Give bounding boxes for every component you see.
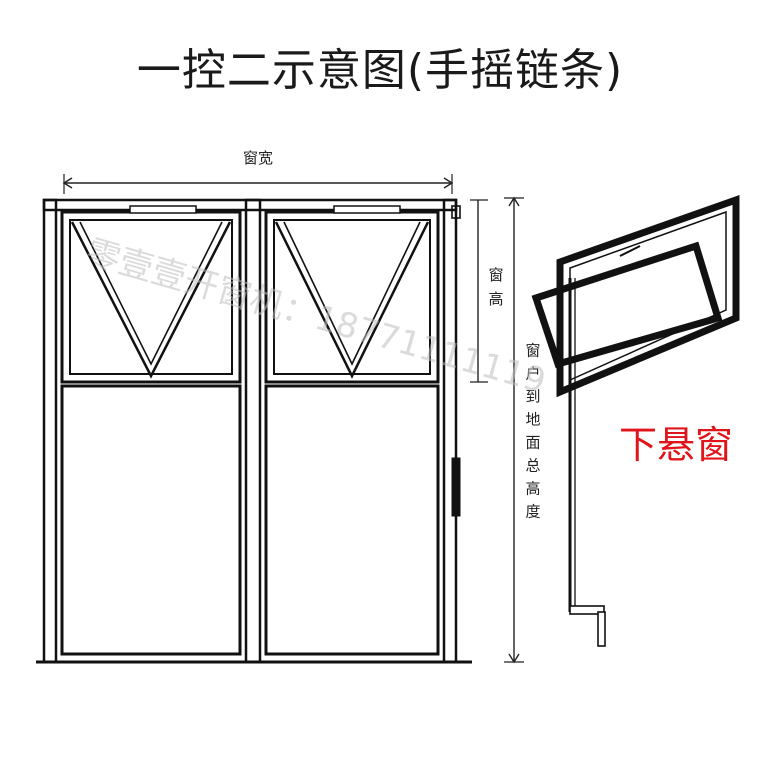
height-dimension: 窗高	[470, 199, 504, 383]
left-sash	[60, 205, 242, 656]
right-sash	[264, 205, 440, 656]
crank-chain-rod	[451, 205, 461, 520]
window-width-label: 窗宽	[243, 149, 273, 167]
page-title: 一控二示意图(手摇链条)	[136, 45, 624, 96]
window-type-label: 下悬窗	[619, 423, 733, 467]
width-dimension: 窗宽	[62, 149, 454, 194]
double-window-frame	[36, 198, 472, 664]
bottom-hung-window-illustration	[531, 195, 740, 647]
window-height-label: 窗高	[488, 266, 503, 308]
total-height-label: 窗户到地面总高度	[525, 342, 540, 521]
total-height-dimension: 窗户到地面总高度	[504, 196, 541, 664]
